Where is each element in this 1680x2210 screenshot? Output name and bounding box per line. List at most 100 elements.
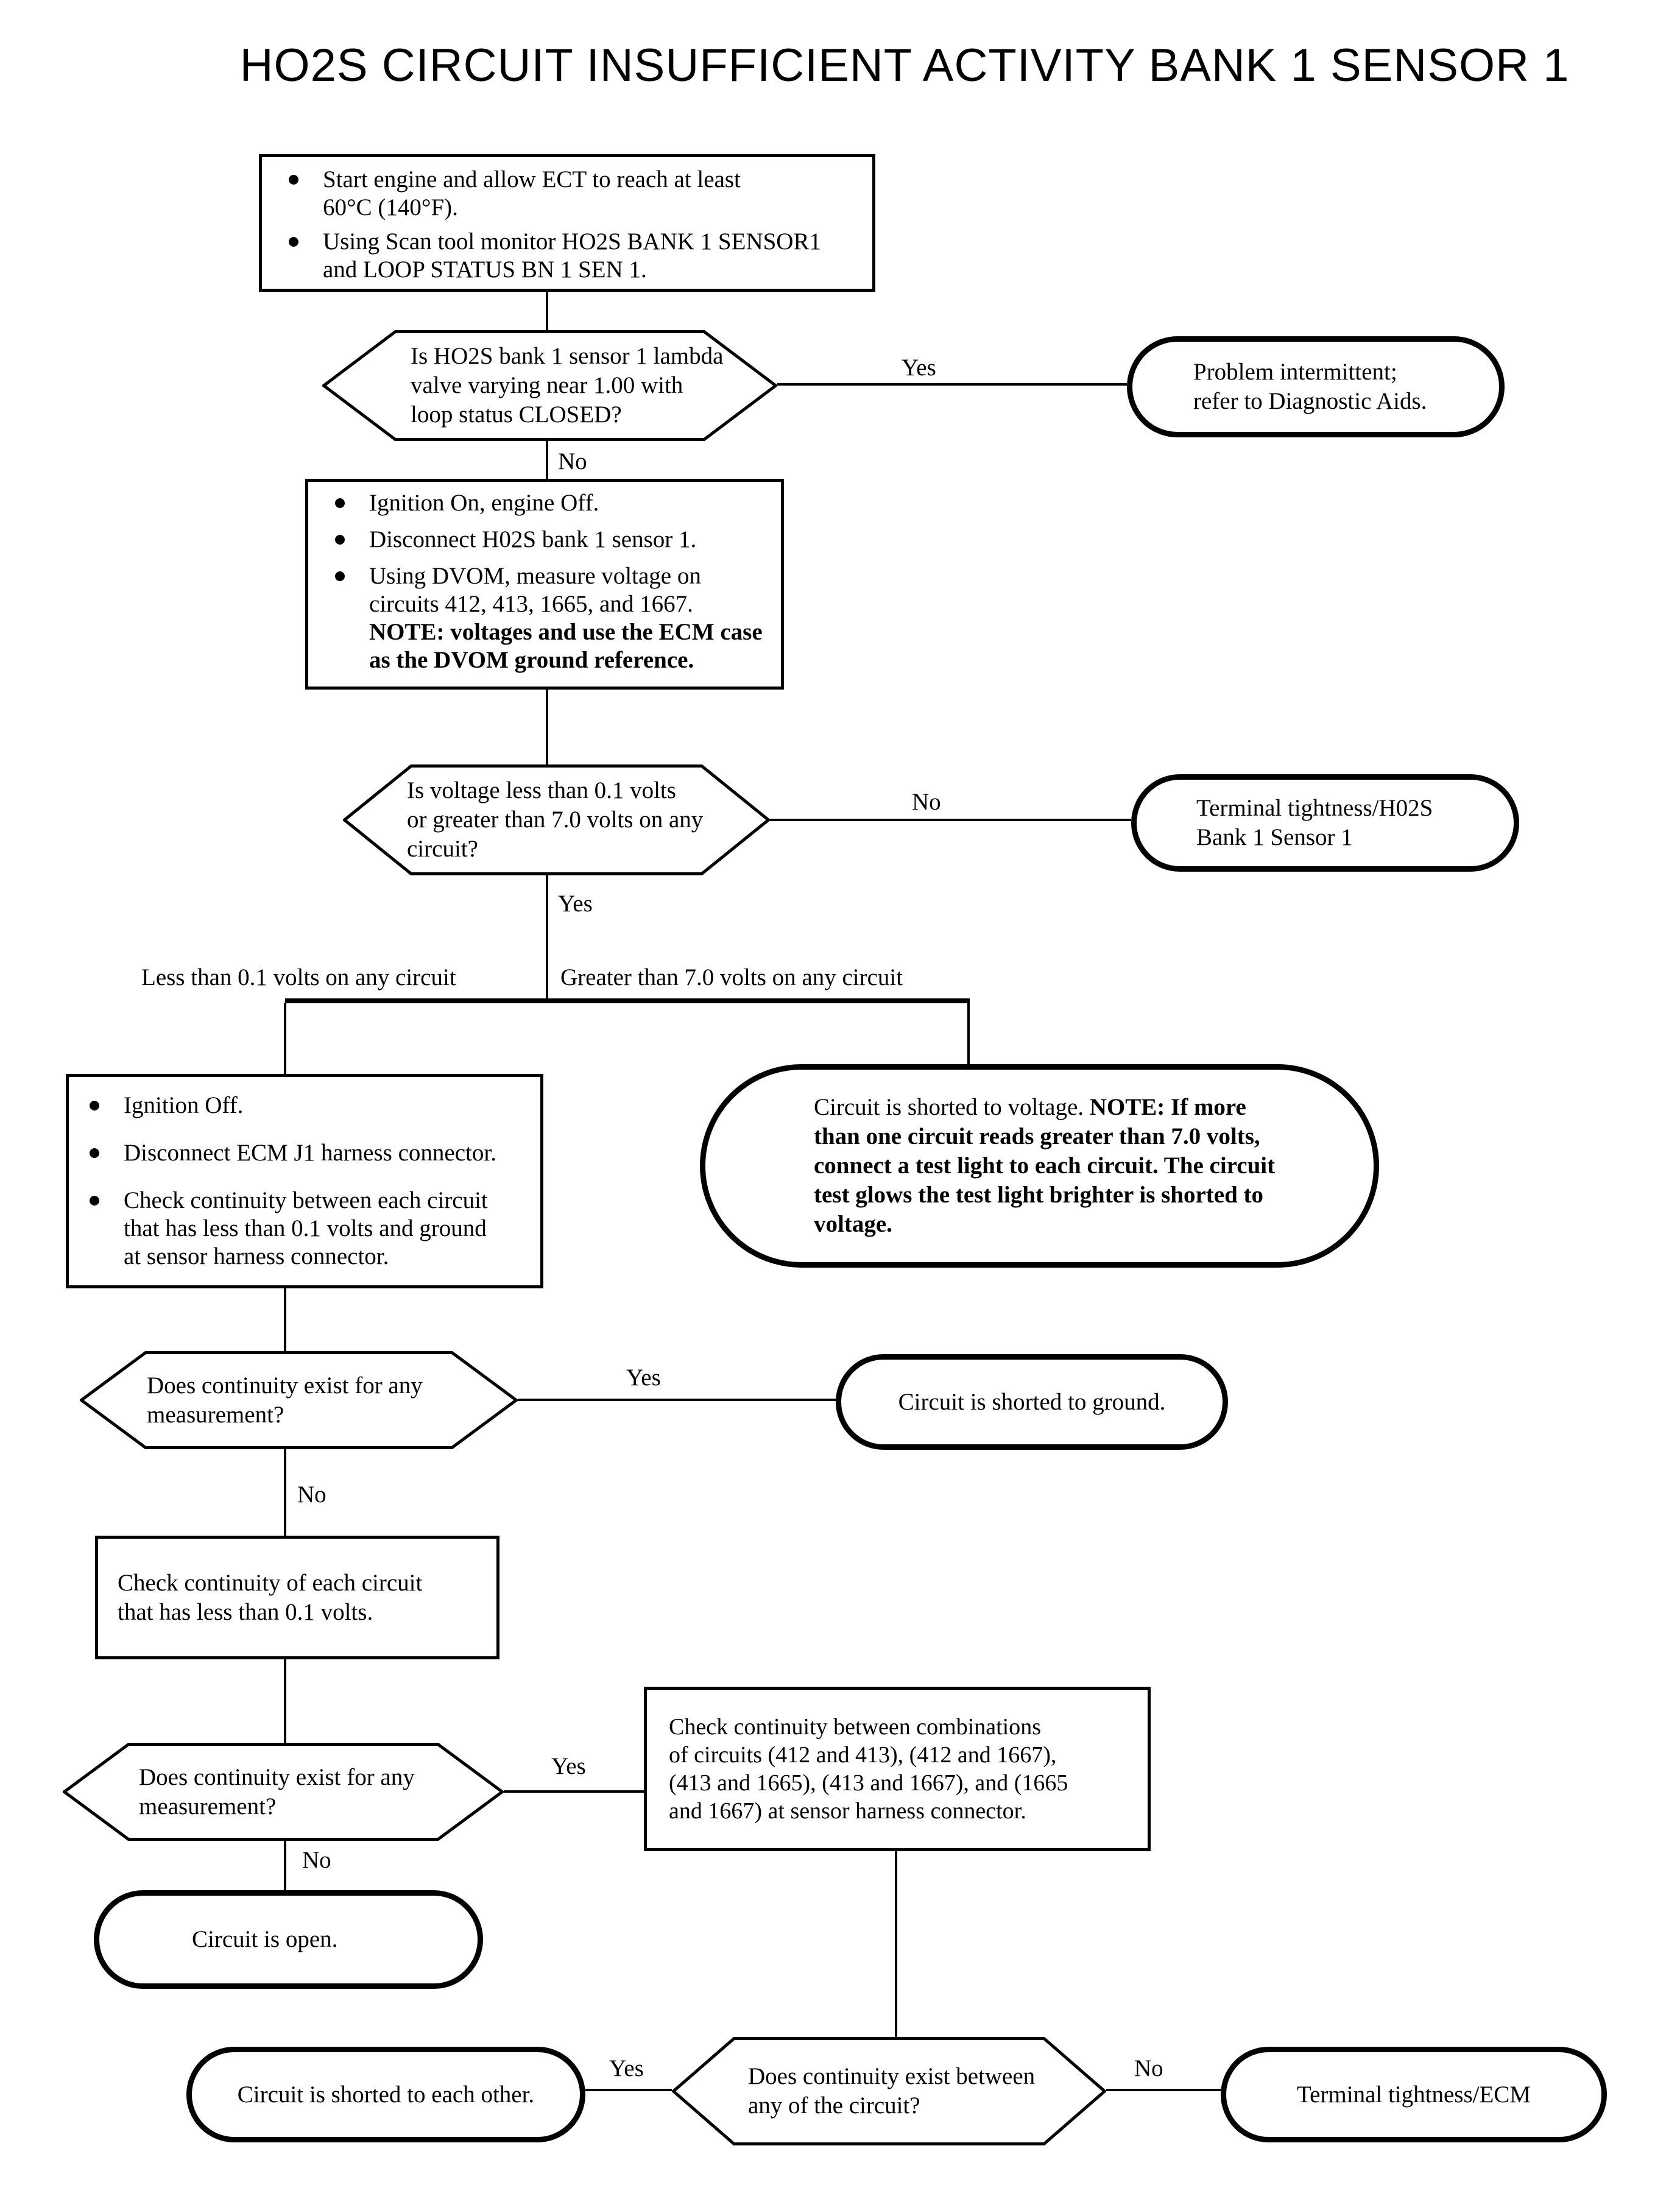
text-line: 60°C (140°F). [323,194,458,221]
connector-continuity2-no [284,1841,286,1890]
text-line: (413 and 1665), (413 and 1667), and (166… [669,1770,1068,1796]
hexagon-shape [80,1351,518,1449]
bullet-icon [289,237,298,247]
measure-voltage-box: Ignition On, engine Off. Disconnect H02S… [305,479,784,690]
text-line: Using Scan tool monitor HO2S BANK 1 SENS… [323,228,821,255]
terminal-circuit-open: Circuit is open. [94,1890,483,1989]
bullet-text: Using Scan tool monitor HO2S BANK 1 SENS… [323,228,865,284]
bullet-item: Using DVOM, measure voltage on circuits … [335,562,774,674]
text-line: Does continuity exist between [748,2063,1036,2089]
text-line: valve varying near 1.00 with [411,372,683,398]
bullet-text: Ignition Off. [124,1092,244,1118]
text-line: or greater than 7.0 volts on any [407,807,704,833]
decision-continuity-any-2: Does continuity exist for any measuremen… [63,1743,504,1841]
text-bold: NOTE: If more [1089,1094,1246,1120]
measure-box-content: Ignition On, engine Off. Disconnect H02S… [308,482,781,674]
text-line: loop status CLOSED? [411,401,622,428]
text-line: Does continuity exist for any [147,1372,423,1399]
connector-branch-left [284,1003,286,1074]
terminal-shorted-ground: Circuit is shorted to ground. [836,1354,1228,1450]
connector-start-to-lambda [546,292,548,332]
terminal-shorted-voltage: Circuit is shorted to voltage. NOTE: If … [700,1064,1379,1268]
bullet-text: Ignition On, engine Off. [369,490,599,516]
bullet-item: Ignition On, engine Off. [335,489,774,517]
hexagon-shape [63,1743,504,1841]
text-line: Terminal tightness/ECM [1297,2081,1531,2108]
text-line: Using DVOM, measure voltage on [369,563,701,589]
text-line: voltage. [814,1211,892,1237]
box-text: Check continuity between combinations of… [647,1690,1148,1848]
branch-label-greater: Greater than 7.0 volts on any circuit [560,964,903,990]
bullet-item: Check continuity between each circuit th… [90,1187,534,1271]
connector-continuity2-yes [504,1790,644,1793]
text-line: Circuit is shorted to voltage. NOTE: If … [814,1093,1349,1122]
decision-lambda-varying: Is HO2S bank 1 sensor 1 lambda valve var… [322,330,777,441]
terminal-tightness-ho2s: Terminal tightness/H02S Bank 1 Sensor 1 [1131,774,1519,872]
bullet-icon [335,535,345,545]
text-line: Circuit is shorted to ground. [898,1388,1166,1415]
connector-lambda-yes [777,383,1127,386]
bullet-text: Disconnect ECM J1 harness connector. [124,1140,496,1166]
no-label: No [297,1481,326,1508]
hexagon-shape [343,764,770,875]
text-line: Problem intermittent; [1193,359,1397,385]
branch-split-line [285,998,970,1003]
no-label: No [1134,2055,1163,2081]
connector-to-continuity-check2 [284,1659,286,1743]
decision-text: Does continuity exist for any measuremen… [80,1351,518,1449]
no-label: No [558,448,587,475]
decision-text: Does continuity exist for any measuremen… [63,1743,504,1841]
yes-label: Yes [626,1364,661,1391]
terminal-shorted-each-other: Circuit is shorted to each other. [186,2047,585,2142]
check-each-circuit-box: Check continuity of each circuit that ha… [95,1536,499,1659]
no-label: No [302,1847,331,1873]
bullet-item: Disconnect ECM J1 harness connector. [90,1139,534,1167]
text-normal: Circuit is shorted to voltage. [814,1094,1090,1120]
decision-text: Is HO2S bank 1 sensor 1 lambda valve var… [322,330,777,441]
text-line: Terminal tightness/H02S [1196,795,1433,821]
yes-label: Yes [551,1753,586,1779]
text-line: that has less than 0.1 volts and ground [124,1215,487,1241]
bullet-icon [335,498,345,508]
terminal-tightness-ecm: Terminal tightness/ECM [1221,2047,1607,2142]
text-line: than one circuit reads greater than 7.0 … [814,1123,1260,1149]
bullet-item: Start engine and allow ECT to reach at l… [289,166,865,222]
text-line: that has less than 0.1 volts. [118,1598,373,1625]
hexagon-shape [672,2037,1106,2145]
connector-between-no [1106,2089,1221,2091]
hexagon-shape [322,330,777,441]
start-box-content: Start engine and allow ECT to reach at l… [262,157,872,284]
text-line: test glows the test light brighter is sh… [814,1182,1264,1208]
branch-label-less: Less than 0.1 volts on any circuit [141,964,456,990]
connector-between-yes [585,2089,672,2091]
bullet-text: Check continuity between each circuit th… [124,1187,534,1271]
decision-text: Does continuity exist between any of the… [672,2037,1106,2145]
continuity-ground-box: Ignition Off. Disconnect ECM J1 harness … [66,1074,543,1288]
text-line: Is HO2S bank 1 sensor 1 lambda [411,343,724,369]
text-line: and LOOP STATUS BN 1 SEN 1. [323,256,647,283]
text-line: refer to Diagnostic Aids. [1193,388,1427,414]
connector-voltage-no [770,819,1131,821]
bullet-icon [90,1196,99,1206]
text-line: Circuit is shorted to each other. [237,2081,535,2108]
bullet-text: Using DVOM, measure voltage on circuits … [369,562,774,674]
note-line: as the DVOM ground reference. [369,647,694,673]
decision-text: Is voltage less than 0.1 volts or greate… [343,764,770,875]
bullet-icon [90,1101,99,1110]
decision-continuity-between: Does continuity exist between any of the… [672,2037,1106,2145]
text-line: Start engine and allow ECT to reach at l… [323,166,741,192]
bullet-item: Using Scan tool monitor HO2S BANK 1 SENS… [289,228,865,284]
text-line: Check continuity between each circuit [124,1187,488,1213]
decision-continuity-any-1: Does continuity exist for any measuremen… [80,1351,518,1449]
combinations-box: Check continuity between combinations of… [644,1687,1151,1851]
connector-continuity1-yes [518,1399,836,1401]
page-title: HO2S CIRCUIT INSUFFICIENT ACTIVITY BANK … [239,40,1570,91]
text-line: and 1667) at sensor harness connector. [669,1798,1026,1824]
text-line: Check continuity of each circuit [118,1569,423,1596]
text-line: Bank 1 Sensor 1 [1196,824,1353,850]
bullet-icon [90,1148,99,1158]
text-line: of circuits (412 and 413), (412 and 1667… [669,1742,1057,1768]
text-line: connect a test light to each circuit. Th… [814,1153,1276,1179]
note-line: NOTE: voltages and use the ECM case [369,619,763,645]
continuity-box-content: Ignition Off. Disconnect ECM J1 harness … [69,1077,540,1271]
